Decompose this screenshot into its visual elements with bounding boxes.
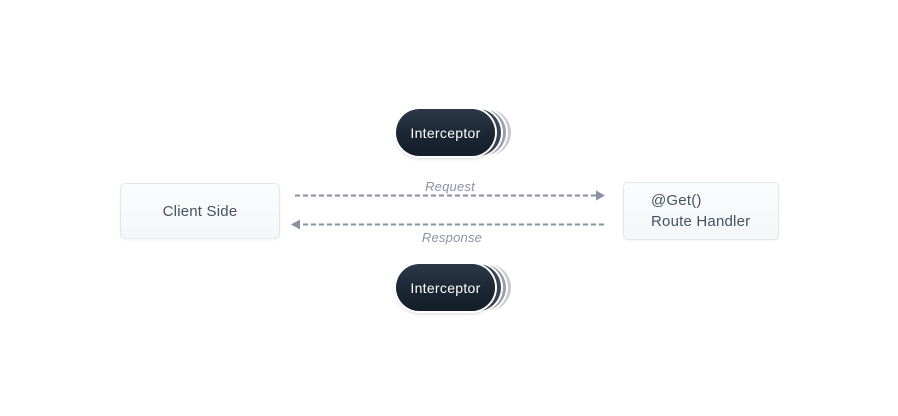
- interceptor-top-stack: Interceptor: [396, 109, 513, 156]
- route-handler-box: @Get() Route Handler: [623, 182, 779, 240]
- interceptor-bottom-pill: Interceptor: [396, 264, 495, 311]
- request-label: Request: [425, 179, 475, 194]
- request-arrowhead-icon: [596, 190, 605, 201]
- route-handler-label: Route Handler: [651, 213, 751, 230]
- client-side-box: Client Side: [120, 183, 280, 239]
- route-handler-decorator: @Get(): [651, 192, 702, 209]
- response-arrowhead-icon: [291, 219, 300, 230]
- response-arrow: [291, 219, 604, 230]
- interceptor-bottom-stack: Interceptor: [396, 264, 513, 311]
- response-label: Response: [421, 230, 483, 245]
- interceptor-top-label: Interceptor: [410, 124, 481, 141]
- interceptor-bottom-label: Interceptor: [410, 279, 481, 296]
- interceptor-top-pill: Interceptor: [396, 109, 495, 156]
- client-side-label: Client Side: [162, 202, 238, 220]
